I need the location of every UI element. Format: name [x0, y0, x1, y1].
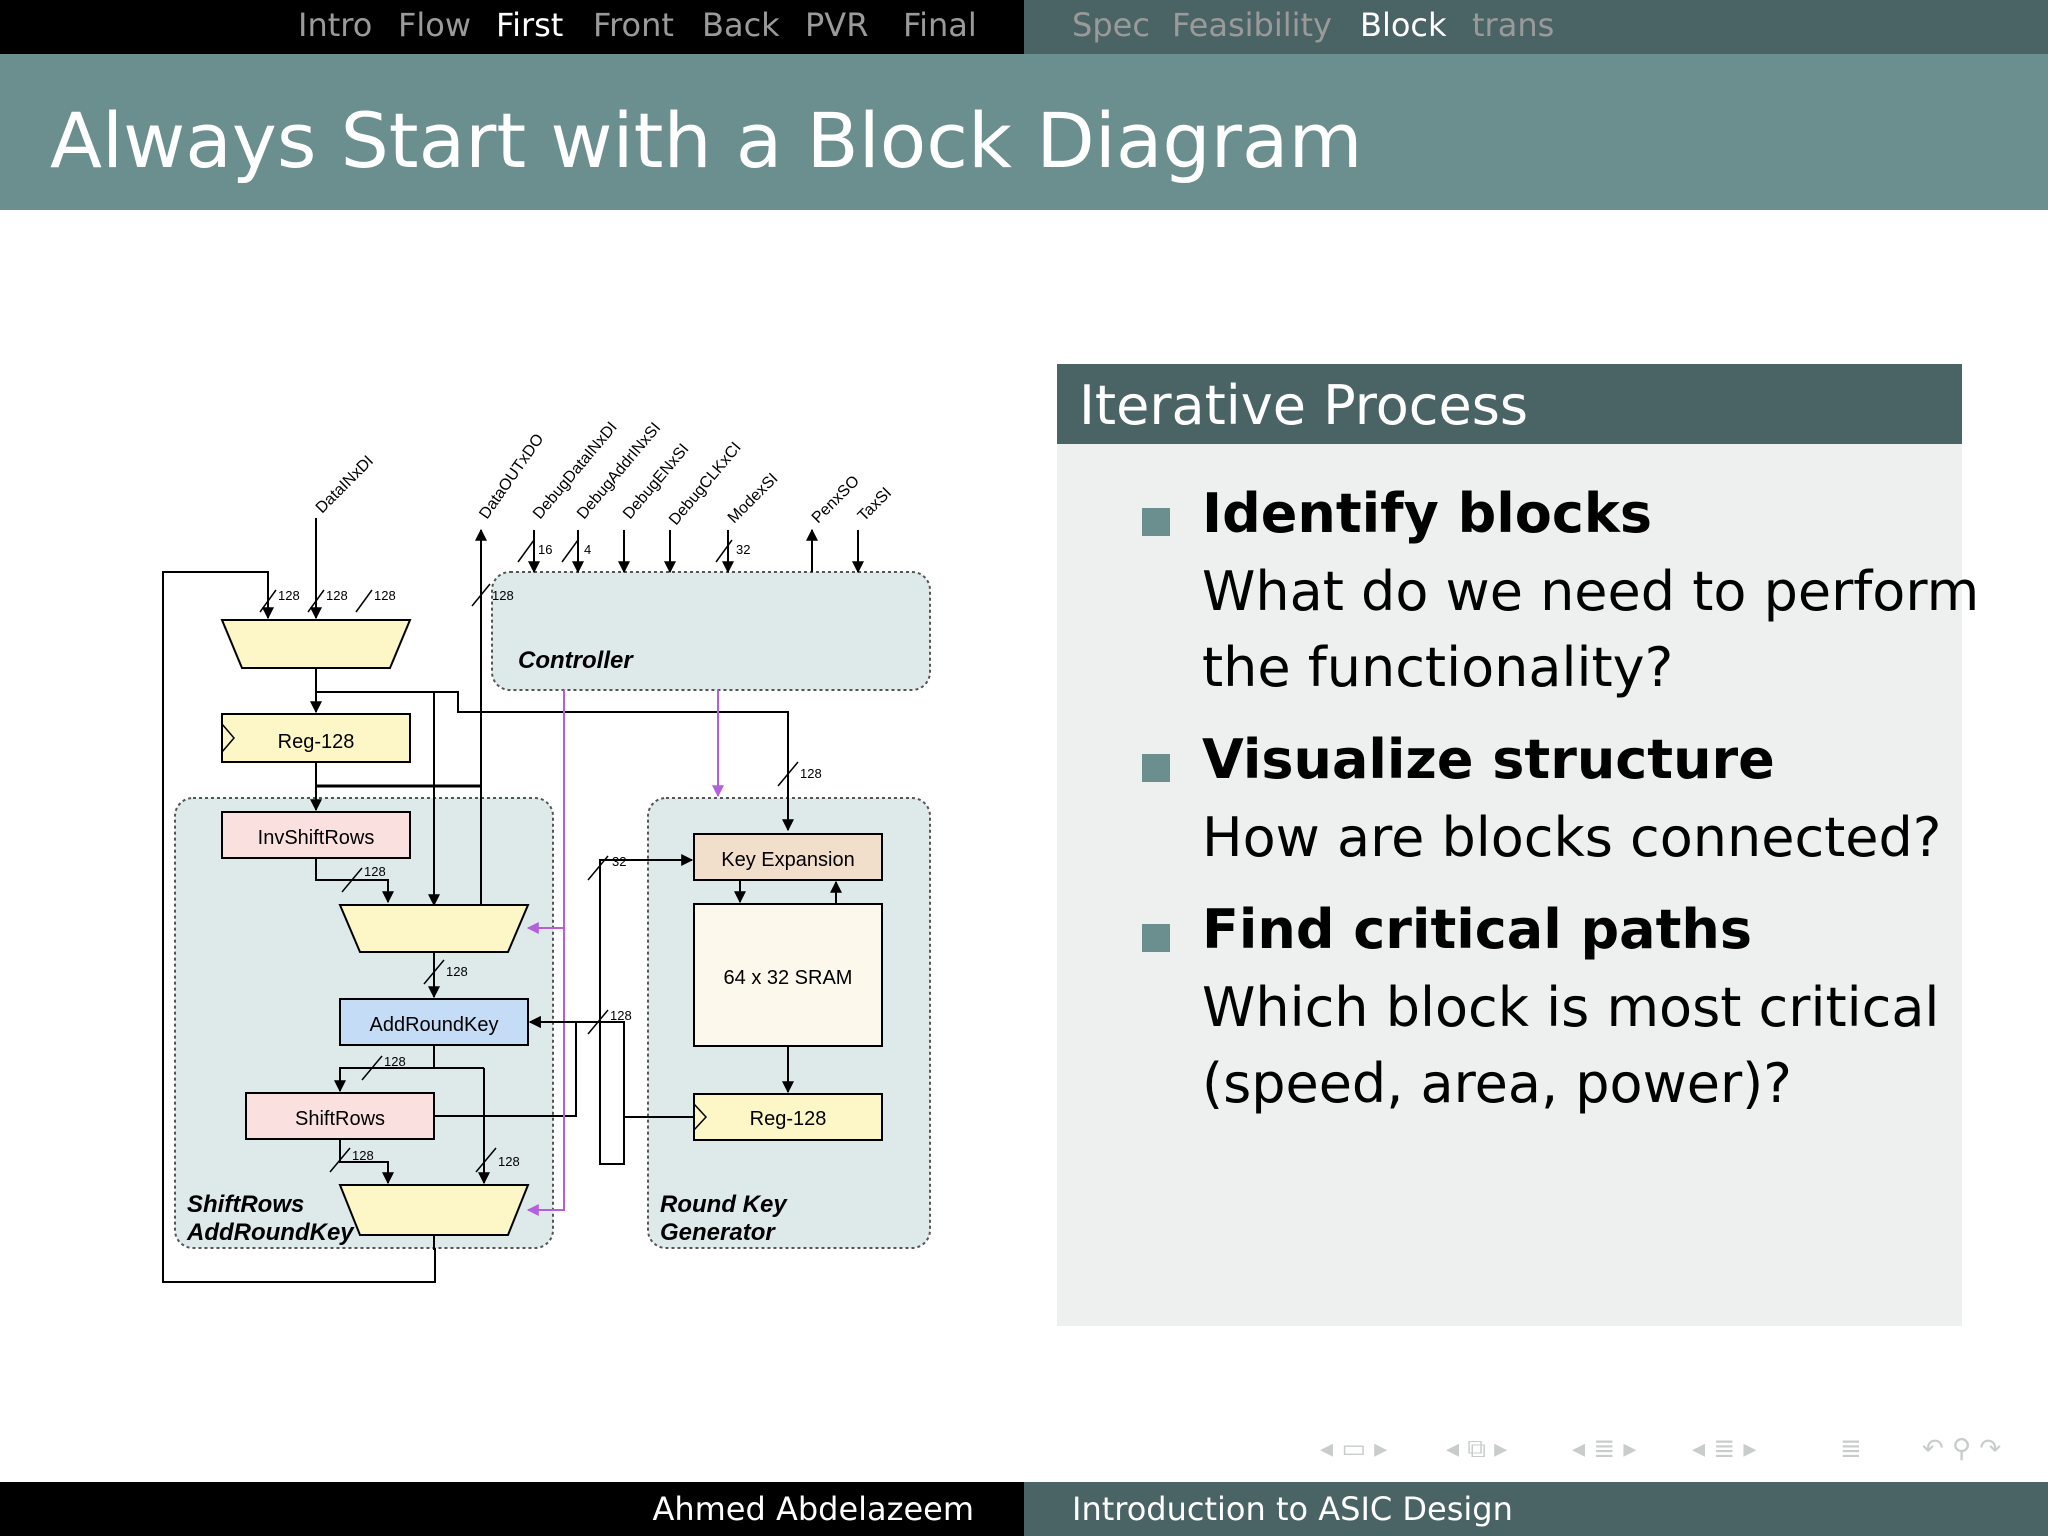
bullet-text: Which block is most critical — [1202, 976, 1940, 1039]
addroundkey-block — [339, 998, 529, 1046]
invshiftrows-block — [221, 811, 411, 859]
nav-right-bar: Spec Feasibility Block trans — [1024, 0, 2048, 54]
width-label: 128 — [800, 766, 822, 781]
nav-feasibility[interactable]: Feasibility — [1172, 6, 1332, 44]
beamer-navigation-symbols: ◂ ▭ ▸ ◂ ⧉ ▸ ◂ ≣ ▸ ◂ ≣ ▸ ≣ ↶ ⚲ ↷ — [1320, 1434, 2030, 1466]
width-label: 128 — [610, 1008, 632, 1023]
width-label: 128 — [352, 1148, 374, 1163]
bullet-head-critical: Find critical paths — [1202, 898, 1753, 961]
bullet-icon — [1142, 508, 1170, 536]
block-header: Iterative Process — [1057, 364, 1962, 444]
sram-label: 64 x 32 SRAM — [724, 967, 853, 989]
key-expansion-label: Key Expansion — [721, 849, 854, 871]
bullet-text: How are blocks connected? — [1202, 806, 1942, 869]
nav-back[interactable]: Back — [702, 6, 780, 44]
nav-final[interactable]: Final — [903, 6, 977, 44]
mux-middle — [338, 904, 530, 953]
signal-label: PenxSO — [809, 473, 863, 527]
footer-left: Ahmed Abdelazeem — [0, 1482, 1024, 1536]
group-right-label-1: Round Key — [660, 1191, 788, 1218]
slide-title: Always Start with a Block Diagram — [50, 96, 1363, 185]
nav-pvr[interactable]: PVR — [805, 6, 869, 44]
bullet-head-identify: Identify blocks — [1202, 482, 1652, 545]
nav-flow[interactable]: Flow — [398, 6, 472, 44]
controller-label: Controller — [518, 647, 634, 674]
reg-128-top-label: Reg-128 — [278, 731, 355, 753]
footer-author: Ahmed Abdelazeem — [652, 1490, 974, 1528]
reg-128-key-label: Reg-128 — [750, 1108, 827, 1130]
controller-block — [491, 571, 931, 691]
nav-trans[interactable]: trans — [1472, 6, 1555, 44]
iterative-process-block: Iterative Process Identify blocks What d… — [1057, 364, 1979, 1326]
reg-128-key — [693, 1093, 883, 1141]
bullet-head-visualize: Visualize structure — [1202, 728, 1775, 791]
width-label: 128 — [278, 588, 300, 603]
nav-back-search-icon[interactable]: ↶ ⚲ ↷ — [1922, 1434, 2002, 1464]
top-navigation: Intro Flow First Front Back PVR Final Sp… — [0, 0, 2048, 54]
width-label: 128 — [498, 1154, 520, 1169]
nav-toc-icon[interactable]: ≣ — [1840, 1434, 1862, 1464]
group-right-label-2: Generator — [660, 1219, 776, 1246]
bullet-text: the functionality? — [1202, 636, 1674, 699]
bullet-text: (speed, area, power)? — [1202, 1052, 1792, 1115]
width-label: 128 — [326, 588, 348, 603]
mux-top — [220, 619, 412, 669]
bullet-icon — [1142, 924, 1170, 952]
width-label: 128 — [492, 588, 514, 603]
nav-section-icon[interactable]: ◂ ≣ ▸ — [1572, 1434, 1637, 1464]
addroundkey-label: AddRoundKey — [370, 1014, 499, 1036]
footer-right: Introduction to ASIC Design — [1024, 1482, 2048, 1536]
width-label: 32 — [736, 542, 750, 557]
width-label: 128 — [446, 964, 468, 979]
footer-course: Introduction to ASIC Design — [1072, 1490, 1513, 1528]
slide-title-bar: Always Start with a Block Diagram — [0, 54, 2048, 210]
nav-front[interactable]: Front — [593, 6, 674, 44]
bullet-icon — [1142, 754, 1170, 782]
width-label: 128 — [374, 588, 396, 603]
footer: Ahmed Abdelazeem Introduction to ASIC De… — [0, 1482, 2048, 1536]
width-label: 128 — [384, 1054, 406, 1069]
nav-first[interactable]: First — [496, 6, 564, 44]
nav-subsection-icon[interactable]: ◂ ⧉ ▸ — [1446, 1434, 1508, 1464]
nav-intro[interactable]: Intro — [298, 6, 373, 44]
mux-bottom — [338, 1184, 530, 1236]
key-expansion-block — [693, 833, 883, 881]
nav-frame-icon[interactable]: ◂ ▭ ▸ — [1320, 1434, 1388, 1464]
nav-document-icon[interactable]: ◂ ≣ ▸ — [1692, 1434, 1757, 1464]
shiftrows-label: ShiftRows — [295, 1108, 385, 1130]
signal-label: DataINxDI — [313, 453, 377, 517]
block-diagram: Controller 128 128 128 128 16 4 32 DataI… — [162, 419, 931, 1283]
width-label: 16 — [538, 542, 552, 557]
sram-block — [693, 903, 883, 1047]
nav-spec[interactable]: Spec — [1072, 6, 1150, 44]
width-label: 128 — [364, 864, 386, 879]
bullet-text: What do we need to perform — [1202, 560, 1980, 623]
invshiftrows-label: InvShiftRows — [258, 827, 375, 849]
nav-block[interactable]: Block — [1360, 6, 1447, 44]
group-left-label-1: ShiftRows — [187, 1191, 304, 1218]
signal-label: TaxSI — [855, 485, 895, 525]
signal-label: ModexSI — [725, 470, 782, 527]
block-title: Iterative Process — [1079, 374, 1528, 437]
nav-left-bar: Intro Flow First Front Back PVR Final — [0, 0, 1024, 54]
width-label: 32 — [612, 854, 626, 869]
group-left-label-2: AddRoundKey — [186, 1219, 355, 1246]
shiftrows-block — [245, 1092, 435, 1140]
width-label: 4 — [584, 542, 591, 557]
signal-label: DebugAddrINxSI — [574, 420, 664, 523]
reg-128-top — [221, 713, 411, 763]
